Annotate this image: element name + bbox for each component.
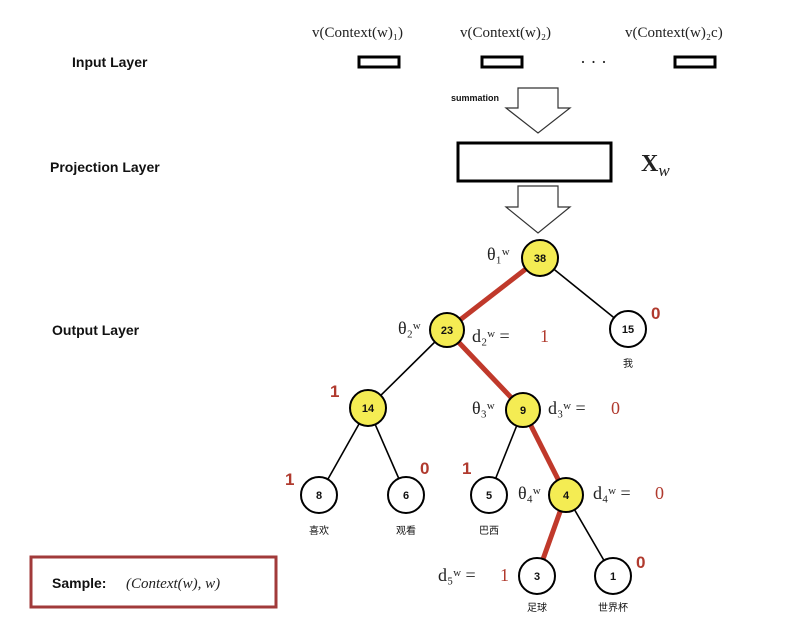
node-6: 6 (387, 476, 425, 514)
leaf-word-1: 世界杯 (598, 601, 628, 614)
leaf-word-6: 观看 (396, 524, 416, 537)
input-ellipsis: · · · (580, 52, 607, 72)
input-vector-box-2c (673, 55, 717, 69)
projection-vector-label: Xw (641, 151, 670, 180)
node-9-value: 9 (520, 405, 526, 417)
code-node-6: 0 (420, 459, 429, 478)
d-4-value: 0 (655, 483, 664, 503)
path-edge-38-23 (445, 256, 542, 332)
sample-label: Sample: (52, 575, 106, 591)
code-node-5: 1 (462, 459, 471, 478)
code-node-8: 1 (285, 470, 294, 489)
d-5-value: 1 (500, 565, 509, 585)
summation-arrow-icon (504, 87, 572, 134)
projection-layer-label: Projection Layer (50, 159, 160, 175)
input-layer-label: Input Layer (72, 54, 148, 70)
node-3-value: 3 (534, 571, 540, 583)
d-2-value: 1 (540, 326, 549, 346)
node-23-value: 23 (441, 325, 453, 337)
node-15: 15 (609, 310, 647, 348)
leaf-word-15: 我 (623, 358, 633, 370)
d-3-value: 0 (611, 398, 620, 418)
input-vector-box-1 (357, 55, 401, 69)
input-vector-label-1: v(Context(w)₁) (312, 25, 403, 41)
node-23: 23 (429, 312, 465, 348)
projection-arrow-icon (504, 185, 572, 234)
node-38-value: 38 (534, 253, 546, 265)
leaf-word-8: 喜欢 (309, 524, 329, 537)
node-9: 9 (505, 392, 541, 428)
projection-box (456, 141, 613, 183)
sample-value: (Context(w), w) (126, 576, 220, 592)
code-node-14: 1 (330, 382, 339, 401)
output-layer-label: Output Layer (52, 322, 140, 338)
input-vector-box-2 (480, 55, 524, 69)
input-vector-label-2: v(Context(w)₂) (460, 25, 551, 41)
leaf-word-5: 巴西 (479, 525, 499, 537)
node-38: 38 (521, 239, 559, 277)
d-2-label: d₂ʷ = (472, 326, 510, 346)
theta-2-label: θ₂ʷ (398, 318, 421, 338)
summation-label: summation (451, 93, 499, 103)
theta-1-label: θ₁ʷ (487, 244, 510, 264)
d-5-label: d₅ʷ = (438, 565, 476, 585)
leaf-word-3: 足球 (527, 601, 547, 614)
code-node-1: 0 (636, 553, 645, 572)
node-6-value: 6 (403, 490, 409, 502)
node-14-value: 14 (362, 403, 375, 415)
node-15-value: 15 (622, 324, 634, 336)
input-vector-label-2c: v(Context(w)₂c) (625, 25, 723, 41)
node-8-value: 8 (316, 490, 322, 502)
code-node-15: 0 (651, 304, 660, 323)
node-4-value: 4 (563, 490, 570, 502)
node-4: 4 (548, 477, 584, 513)
node-5: 5 (470, 476, 508, 514)
d-4-label: d₄ʷ = (593, 483, 631, 503)
node-3: 3 (518, 557, 556, 595)
node-14: 14 (349, 389, 387, 427)
path-edge-23-9 (445, 328, 525, 412)
node-1-value: 1 (610, 571, 616, 583)
d-3-label: d₃ʷ = (548, 398, 586, 418)
node-5-value: 5 (486, 490, 492, 502)
theta-3-label: θ₃ʷ (472, 398, 495, 418)
node-8: 8 (300, 476, 338, 514)
sample-box (29, 555, 278, 609)
theta-4-label: θ₄ʷ (518, 483, 541, 503)
node-1: 1 (594, 557, 632, 595)
